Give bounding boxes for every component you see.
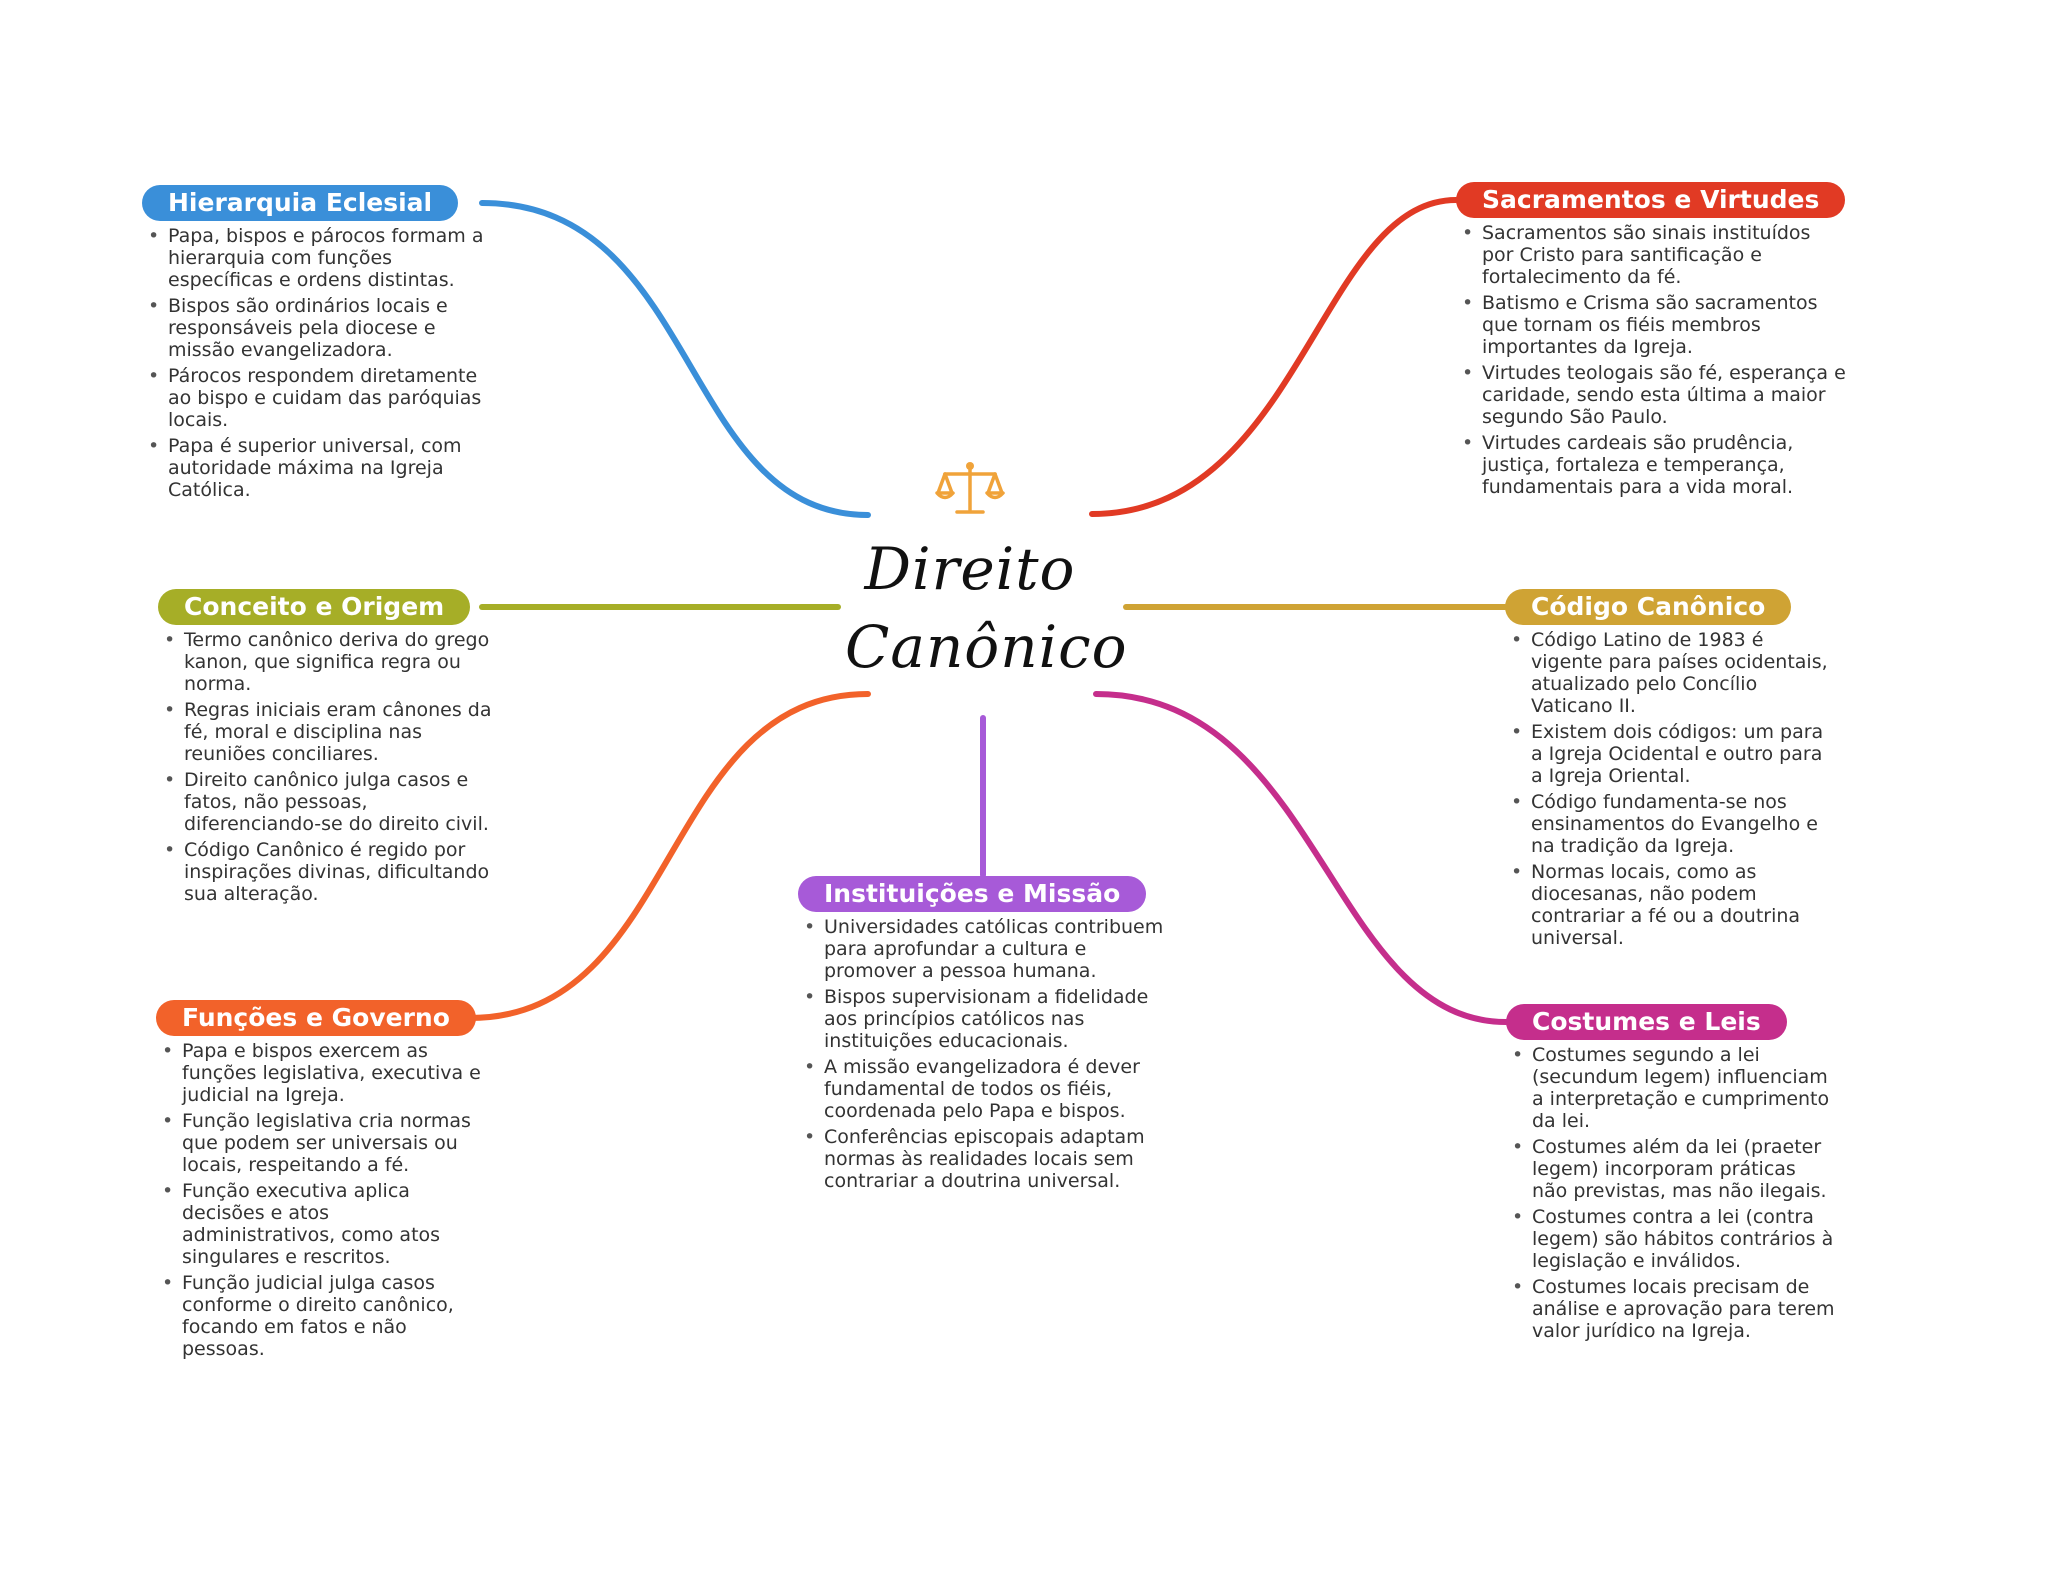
topic-title-hierarquia[interactable]: Hierarquia Eclesial <box>142 185 459 221</box>
list-item: Função executiva aplica decisões e atos … <box>158 1180 486 1268</box>
topic-title-instituicoes[interactable]: Instituições e Missão <box>798 876 1147 912</box>
topic-title-funcoes[interactable]: Funções e Governo <box>156 1000 476 1036</box>
topic-title-codigo[interactable]: Código Canônico <box>1505 589 1792 625</box>
connector-sacramentos <box>1089 197 1459 517</box>
topic-instituicoes-missao: Instituições e Missão Universidades cató… <box>798 876 1178 1196</box>
list-item: Existem dois códigos: um para a Igreja O… <box>1507 721 1835 787</box>
balance-scale-icon <box>935 460 1005 520</box>
list-item: Função legislativa cria normas que podem… <box>158 1110 486 1176</box>
topic-conceito-origem: Conceito e Origem Termo canônico deriva … <box>158 589 498 909</box>
list-item: Papa é superior universal, com autoridad… <box>144 435 502 501</box>
list-item: Função judicial julga casos conforme o d… <box>158 1272 486 1360</box>
topic-codigo-canonico: Código Canônico Código Latino de 1983 é … <box>1505 589 1835 953</box>
topic-costumes-leis: Costumes e Leis Costumes segundo a lei (… <box>1506 1004 1836 1346</box>
list-item: Virtudes cardeais são prudência, justiça… <box>1458 432 1846 498</box>
list-item: Termo canônico deriva do grego kanon, qu… <box>160 629 498 695</box>
list-item: Normas locais, como as diocesanas, não p… <box>1507 861 1835 949</box>
list-item: Regras iniciais eram cânones da fé, mora… <box>160 699 498 765</box>
connector-costumes <box>1093 691 1509 1025</box>
topic-items-funcoes: Papa e bispos exercem as funções legisla… <box>158 1040 486 1360</box>
topic-sacramentos-virtudes: Sacramentos e Virtudes Sacramentos são s… <box>1456 182 1846 502</box>
topic-title-conceito[interactable]: Conceito e Origem <box>158 589 471 625</box>
list-item: Párocos respondem diretamente ao bispo e… <box>144 365 502 431</box>
list-item: Costumes contra a lei (contra legem) são… <box>1508 1206 1836 1272</box>
list-item: Sacramentos são sinais instituídos por C… <box>1458 222 1846 288</box>
topic-title-costumes[interactable]: Costumes e Leis <box>1506 1004 1787 1040</box>
list-item: Papa e bispos exercem as funções legisla… <box>158 1040 486 1106</box>
topic-items-hierarquia: Papa, bispos e párocos formam a hierarqu… <box>144 225 502 501</box>
list-item: Código Latino de 1983 é vigente para paí… <box>1507 629 1835 717</box>
connector-funcoes <box>467 691 871 1021</box>
list-item: Código Canônico é regido por inspirações… <box>160 839 498 905</box>
topic-funcoes-governo: Funções e Governo Papa e bispos exercem … <box>156 1000 486 1364</box>
list-item: Costumes segundo a lei (secundum legem) … <box>1508 1044 1836 1132</box>
list-item: Bispos supervisionam a fidelidade aos pr… <box>800 986 1178 1052</box>
list-item: Código fundamenta-se nos ensinamentos do… <box>1507 791 1835 857</box>
list-item: Papa, bispos e párocos formam a hierarqu… <box>144 225 502 291</box>
topic-title-sacramentos[interactable]: Sacramentos e Virtudes <box>1456 182 1846 218</box>
topic-items-codigo: Código Latino de 1983 é vigente para paí… <box>1507 629 1835 949</box>
list-item: Batismo e Crisma são sacramentos que tor… <box>1458 292 1846 358</box>
connector-hierarquia <box>479 200 871 518</box>
central-topic: Direito Canônico <box>845 460 1128 700</box>
list-item: Virtudes teologais são fé, esperança e c… <box>1458 362 1846 428</box>
list-item: Conferências episcopais adaptam normas à… <box>800 1126 1178 1192</box>
topic-items-instituicoes: Universidades católicas contribuem para … <box>800 916 1178 1192</box>
central-title: Direito Canônico <box>845 535 1128 681</box>
topic-hierarquia-eclesial: Hierarquia Eclesial Papa, bispos e pároc… <box>142 185 502 505</box>
list-item: Bispos são ordinários locais e responsáv… <box>144 295 502 361</box>
list-item: Costumes locais precisam de análise e ap… <box>1508 1276 1836 1342</box>
list-item: A missão evangelizadora é dever fundamen… <box>800 1056 1178 1122</box>
list-item: Costumes além da lei (praeter legem) inc… <box>1508 1136 1836 1202</box>
topic-items-conceito: Termo canônico deriva do grego kanon, qu… <box>160 629 498 905</box>
topic-items-costumes: Costumes segundo a lei (secundum legem) … <box>1508 1044 1836 1342</box>
list-item: Direito canônico julga casos e fatos, nã… <box>160 769 498 835</box>
topic-items-sacramentos: Sacramentos são sinais instituídos por C… <box>1458 222 1846 498</box>
list-item: Universidades católicas contribuem para … <box>800 916 1178 982</box>
